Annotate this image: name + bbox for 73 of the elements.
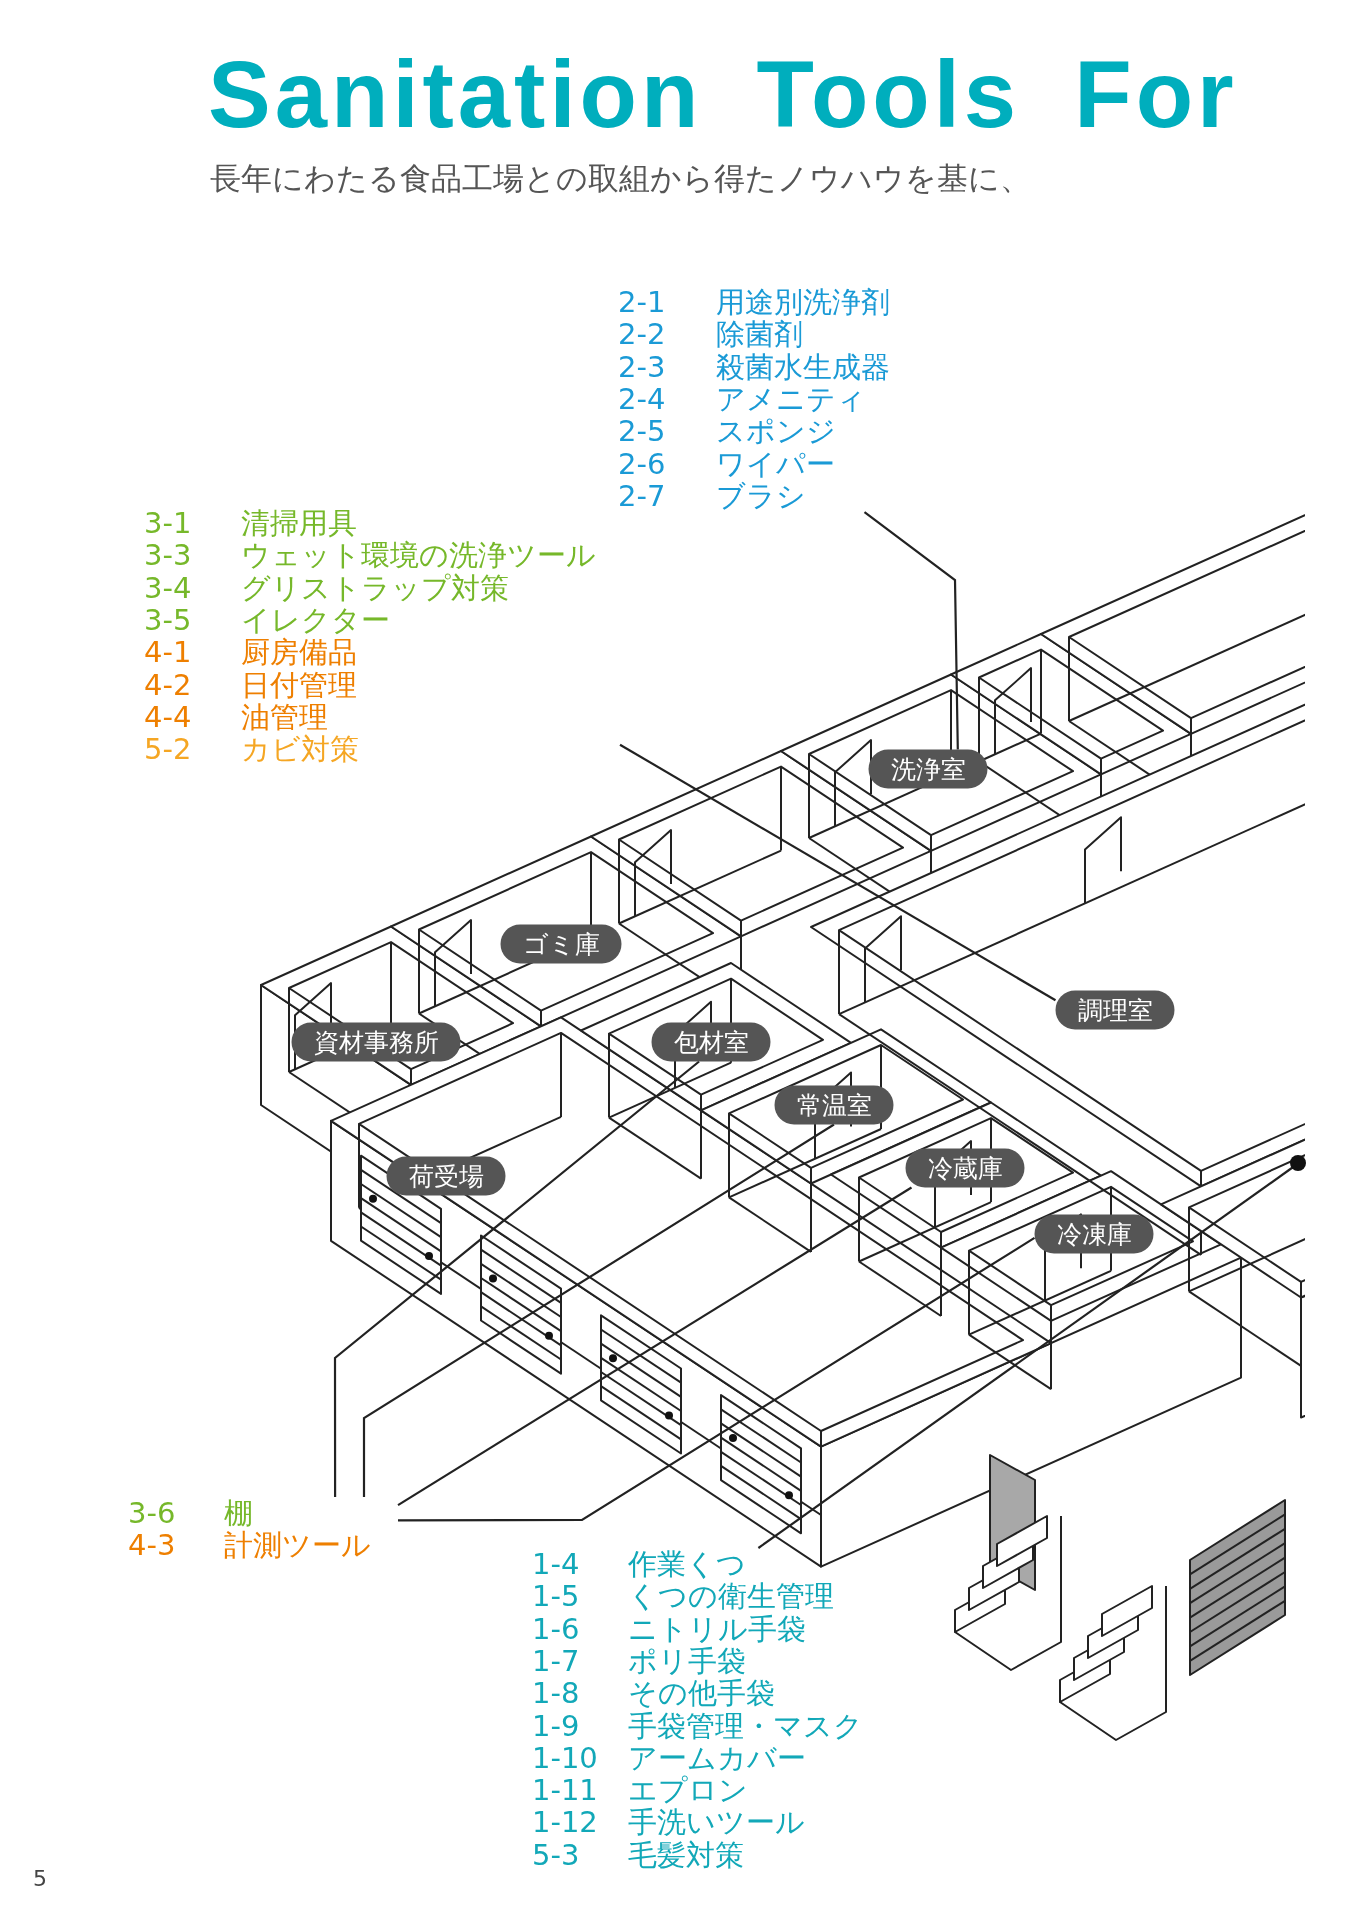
item-number: 1-12 bbox=[532, 1806, 598, 1839]
item-number: 1-4 bbox=[532, 1548, 580, 1580]
item-number: 2-4 bbox=[618, 382, 666, 415]
item-name: 日付管理 bbox=[241, 668, 357, 701]
room-label: 冷蔵庫 bbox=[905, 1148, 1025, 1188]
item-name: 厨房備品 bbox=[241, 636, 357, 669]
leader-line bbox=[333, 1060, 700, 1497]
item-name: ポリ手袋 bbox=[628, 1644, 746, 1677]
item-name: 計測ツール bbox=[224, 1529, 371, 1562]
item-name: 手袋管理・マスク bbox=[628, 1709, 863, 1742]
room-label: ゴミ庫 bbox=[500, 924, 622, 964]
item-number: 4-2 bbox=[144, 668, 192, 701]
room-label: 洗浄室 bbox=[868, 749, 988, 789]
item-name: エプロン bbox=[628, 1774, 748, 1807]
subtitle: 長年にわたる食品工場との取組から得たノウハウを基に、 bbox=[210, 160, 1031, 197]
item-number: 2-6 bbox=[618, 447, 666, 480]
item-number: 3-6 bbox=[128, 1497, 176, 1529]
item-name: ブラシ bbox=[716, 479, 806, 512]
item-number: 4-1 bbox=[144, 636, 192, 669]
item-number: 1-10 bbox=[532, 1741, 598, 1774]
item-name: その他手袋 bbox=[628, 1677, 775, 1710]
item-name: ニトリル手袋 bbox=[628, 1612, 806, 1645]
item-number: 5-3 bbox=[532, 1838, 580, 1871]
item-name: 清掃用具 bbox=[241, 507, 357, 539]
item-name: 毛髪対策 bbox=[628, 1838, 744, 1871]
item-number: 2-5 bbox=[618, 415, 666, 448]
leader-line bbox=[398, 1236, 1036, 1522]
room-label: 包材室 bbox=[651, 1022, 771, 1062]
room-label: 冷凍庫 bbox=[1034, 1214, 1154, 1254]
item-number: 1-7 bbox=[532, 1644, 580, 1677]
room-label: 常温室 bbox=[774, 1085, 894, 1125]
item-number: 2-7 bbox=[618, 479, 666, 512]
page-number: 5 bbox=[33, 1865, 47, 1893]
item-name: 用途別洗浄剤 bbox=[716, 286, 890, 318]
item-name: 手洗いツール bbox=[628, 1806, 805, 1839]
leader-line bbox=[757, 1166, 1294, 1549]
item-number: 4-4 bbox=[144, 700, 192, 733]
item-number: 1-9 bbox=[532, 1709, 580, 1742]
item-name: アメニティ bbox=[716, 382, 866, 415]
item-number: 1-6 bbox=[532, 1612, 580, 1645]
item-number: 3-1 bbox=[144, 507, 192, 539]
item-number: 1-5 bbox=[532, 1580, 580, 1613]
item-name: くつの衛生管理 bbox=[628, 1580, 834, 1613]
item-number: 2-3 bbox=[618, 350, 666, 383]
item-name: 除菌剤 bbox=[716, 318, 803, 351]
item-name: 殺菌水生成器 bbox=[716, 350, 890, 383]
leader-line bbox=[397, 1186, 913, 1507]
leader-line bbox=[619, 743, 1057, 1002]
item-name: アームカバー bbox=[628, 1741, 806, 1774]
item-name: グリストラップ対策 bbox=[241, 571, 509, 604]
item-number: 2-1 bbox=[618, 286, 666, 318]
item-number: 3-3 bbox=[144, 539, 192, 572]
item-name: スポンジ bbox=[716, 415, 836, 448]
item-name: 作業くつ bbox=[628, 1548, 746, 1580]
item-name: カビ対策 bbox=[241, 733, 359, 766]
item-number: 4-3 bbox=[128, 1529, 176, 1562]
item-name: イレクター bbox=[241, 603, 390, 636]
item-number: 2-2 bbox=[618, 318, 666, 351]
room-label: 資材事務所 bbox=[291, 1022, 461, 1062]
item-name: 棚 bbox=[224, 1497, 253, 1529]
title: Sanitation Tools For bbox=[208, 41, 1238, 149]
leader-line bbox=[863, 511, 959, 750]
room-label: 調理室 bbox=[1055, 990, 1175, 1030]
item-number: 1-11 bbox=[532, 1774, 598, 1807]
leader-line bbox=[362, 1123, 835, 1497]
item-number: 3-5 bbox=[144, 603, 192, 636]
item-number: 3-4 bbox=[144, 571, 192, 604]
room-label: 荷受場 bbox=[386, 1156, 506, 1196]
item-name: ウェット環境の洗浄ツール bbox=[241, 539, 596, 572]
item-name: ワイパー bbox=[716, 447, 835, 480]
item-number: 1-8 bbox=[532, 1677, 580, 1710]
item-name: 油管理 bbox=[241, 700, 328, 733]
item-number: 5-2 bbox=[144, 733, 192, 766]
